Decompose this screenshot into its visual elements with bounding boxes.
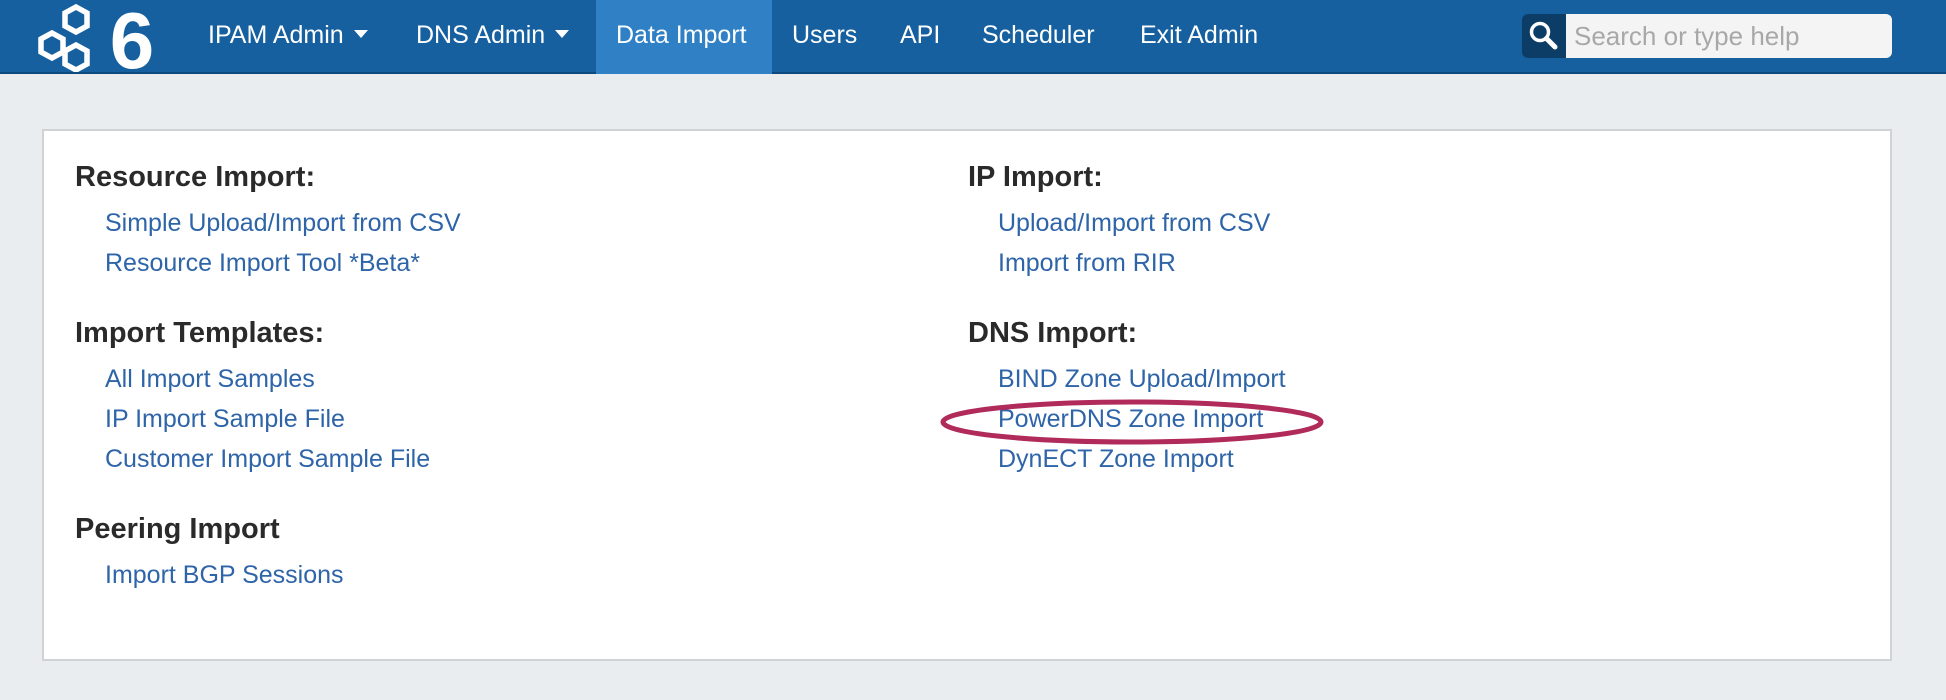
chevron-down-icon <box>353 30 368 39</box>
link-powerdns-zone-import[interactable]: PowerDNS Zone Import <box>998 405 1264 433</box>
chevron-down-icon <box>555 30 570 39</box>
link-import-bgp-sessions[interactable]: Import BGP Sessions <box>105 561 344 589</box>
nav-users-label: Users <box>792 21 858 49</box>
nav-exit-admin[interactable]: Exit Admin <box>1140 0 1258 74</box>
heading-peering-import: Peering Import <box>75 513 280 545</box>
nav-scheduler-label: Scheduler <box>982 21 1095 49</box>
nav-exit-admin-label: Exit Admin <box>1140 21 1259 49</box>
link-all-import-samples[interactable]: All Import Samples <box>105 365 315 393</box>
link-import-from-rir[interactable]: Import from RIR <box>998 249 1176 277</box>
nav-ipam-admin[interactable]: IPAM Admin <box>208 0 368 74</box>
link-simple-upload-csv[interactable]: Simple Upload/Import from CSV <box>105 209 461 237</box>
link-bind-zone-upload[interactable]: BIND Zone Upload/Import <box>998 365 1286 393</box>
search-button[interactable] <box>1522 14 1566 58</box>
link-dynect-zone-import[interactable]: DynECT Zone Import <box>998 445 1234 473</box>
nav-api[interactable]: API <box>900 0 940 74</box>
search-icon <box>1529 21 1558 50</box>
nav-dns-admin[interactable]: DNS Admin <box>416 0 570 74</box>
import-panel: Resource Import: Simple Upload/Import fr… <box>42 129 1892 661</box>
search-box <box>1522 14 1892 58</box>
heading-import-templates: Import Templates: <box>75 317 325 349</box>
hexagon-logo-icon: 6 <box>38 0 155 85</box>
heading-dns-import: DNS Import: <box>968 317 1138 349</box>
top-navbar: 6 IPAM Admin DNS Admin Data Import Users… <box>0 0 1946 85</box>
link-resource-import-tool[interactable]: Resource Import Tool *Beta* <box>105 249 420 277</box>
nav-api-label: API <box>900 21 941 49</box>
nav-dns-admin-label: DNS Admin <box>416 21 546 49</box>
heading-resource-import: Resource Import: <box>75 161 316 193</box>
nav-ipam-admin-label: IPAM Admin <box>208 21 344 49</box>
nav-data-import[interactable]: Data Import <box>596 0 772 74</box>
link-ip-import-sample-file[interactable]: IP Import Sample File <box>105 405 345 433</box>
link-customer-import-sample-file[interactable]: Customer Import Sample File <box>105 445 431 473</box>
nav-users[interactable]: Users <box>792 0 857 74</box>
nav-data-import-label: Data Import <box>616 21 747 49</box>
brand-digit: 6 <box>110 2 155 72</box>
heading-ip-import: IP Import: <box>968 161 1103 193</box>
search-input[interactable] <box>1566 14 1892 58</box>
nav-scheduler[interactable]: Scheduler <box>982 0 1095 74</box>
link-upload-import-csv[interactable]: Upload/Import from CSV <box>998 209 1271 237</box>
brand-logo[interactable]: 6 <box>38 0 174 85</box>
